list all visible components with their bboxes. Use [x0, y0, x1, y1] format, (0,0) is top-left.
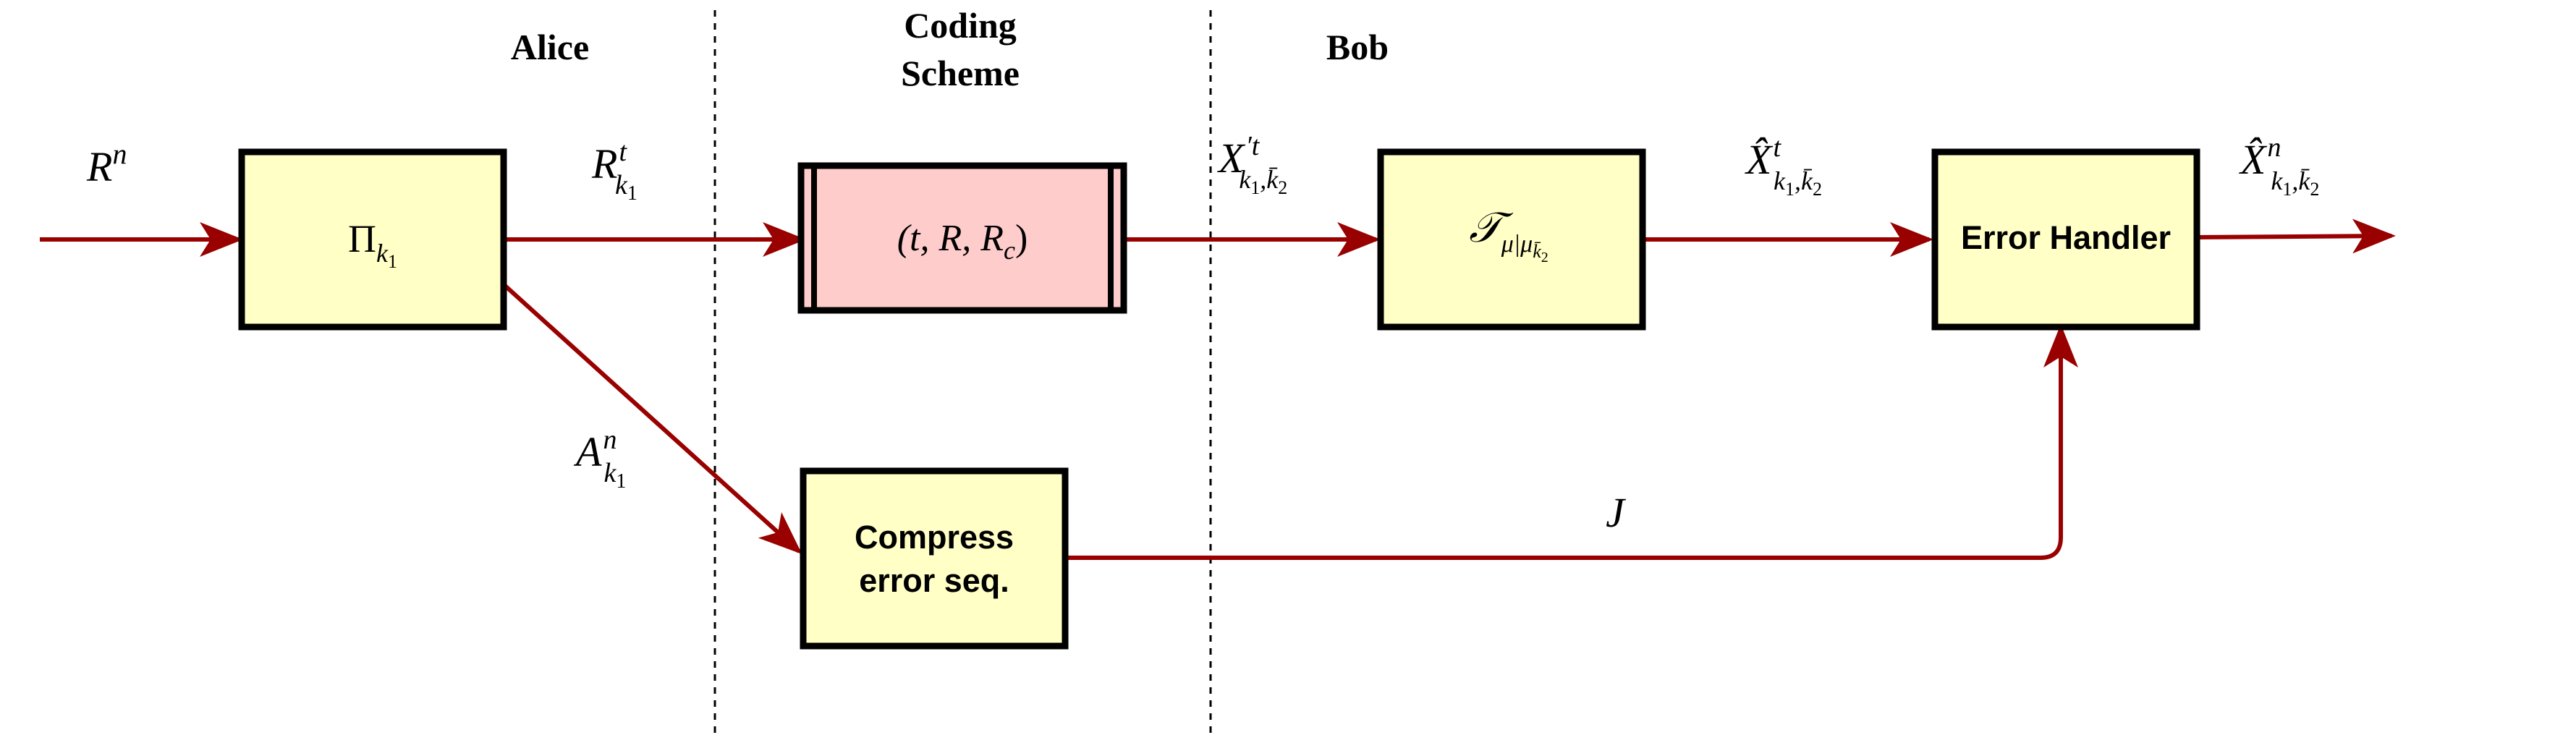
- block-error-handler: Error Handler: [1931, 148, 2200, 331]
- block-compress: Compress error seq.: [800, 467, 1069, 650]
- block-pi-label: Πk1: [348, 217, 397, 272]
- arrow-handler-output: [2192, 218, 2396, 254]
- label-input-rn: Rn: [86, 137, 127, 190]
- header-alice: Alice: [511, 27, 589, 67]
- header-bob: Bob: [1326, 27, 1389, 67]
- block-compress-line2: error seq.: [859, 562, 1009, 599]
- block-transform-label: 𝒯μ|μk̄2: [1469, 204, 1548, 265]
- block-pi: Πk1: [238, 148, 507, 331]
- block-compress-line1: Compress: [855, 519, 1014, 556]
- block-coding-scheme-label: (t, R, Rc): [897, 218, 1028, 265]
- block-coding-scheme: (t, R, Rc): [797, 162, 1127, 314]
- label-side-info-j: J: [1606, 489, 1627, 536]
- header-coding-scheme-line2: Scheme: [901, 53, 1020, 93]
- header-coding-scheme-line1: Coding: [904, 5, 1017, 46]
- arrow-compress-to-handler: [1065, 324, 2078, 560]
- block-transform: 𝒯μ|μk̄2: [1377, 148, 1646, 331]
- block-error-handler-label: Error Handler: [1961, 219, 2171, 256]
- arrow-alice-to-compress: [503, 284, 802, 555]
